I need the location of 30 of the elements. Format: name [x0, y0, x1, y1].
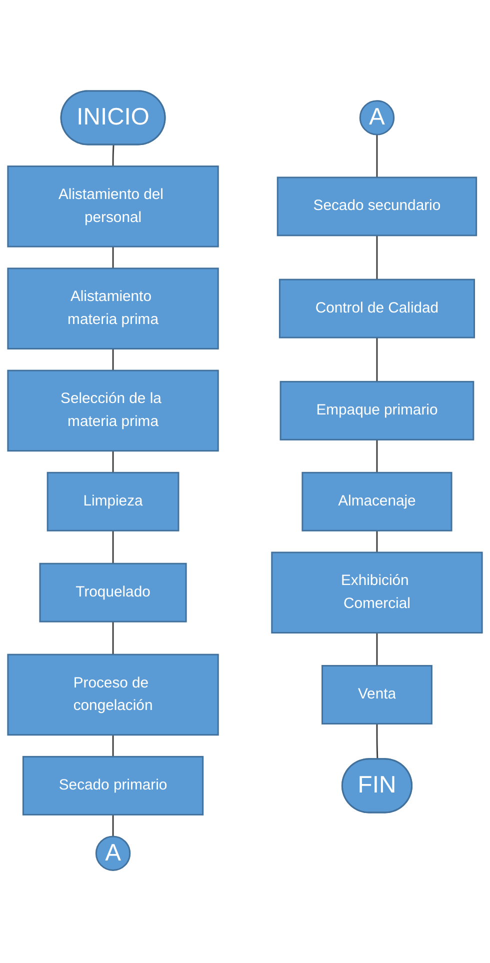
- node-box: Alistamiento del personal: [7, 166, 219, 248]
- connector: [112, 622, 114, 655]
- node-box: Selección de la materia prima: [7, 370, 219, 452]
- node-circle: A: [95, 836, 131, 872]
- connector: [376, 531, 378, 553]
- connector: [376, 633, 378, 666]
- connector: [376, 338, 378, 382]
- node-box: Secado secundario: [276, 177, 478, 237]
- node-box: Proceso de congelación: [7, 654, 219, 736]
- connector: [112, 451, 114, 474]
- connector: [112, 145, 114, 167]
- node-box: Exhibición Comercial: [271, 552, 483, 634]
- node-box: Troquelado: [39, 563, 187, 623]
- connector: [112, 349, 114, 371]
- connector: [376, 134, 378, 178]
- node-box: Control de Calidad: [278, 279, 475, 339]
- node-box: Limpieza: [46, 472, 180, 532]
- connector: [112, 247, 114, 269]
- connector: [112, 815, 114, 837]
- connector: [376, 440, 378, 474]
- connector: [376, 724, 378, 760]
- node-circle: A: [359, 100, 395, 136]
- node-box: Alistamiento materia prima: [7, 268, 219, 350]
- node-box: Secado primario: [22, 756, 204, 816]
- connector: [112, 531, 114, 564]
- node-box: Venta: [322, 665, 432, 725]
- connector: [112, 735, 114, 758]
- node-box: Empaque primario: [280, 381, 474, 441]
- connector: [376, 236, 378, 280]
- node-box: Almacenaje: [302, 472, 452, 532]
